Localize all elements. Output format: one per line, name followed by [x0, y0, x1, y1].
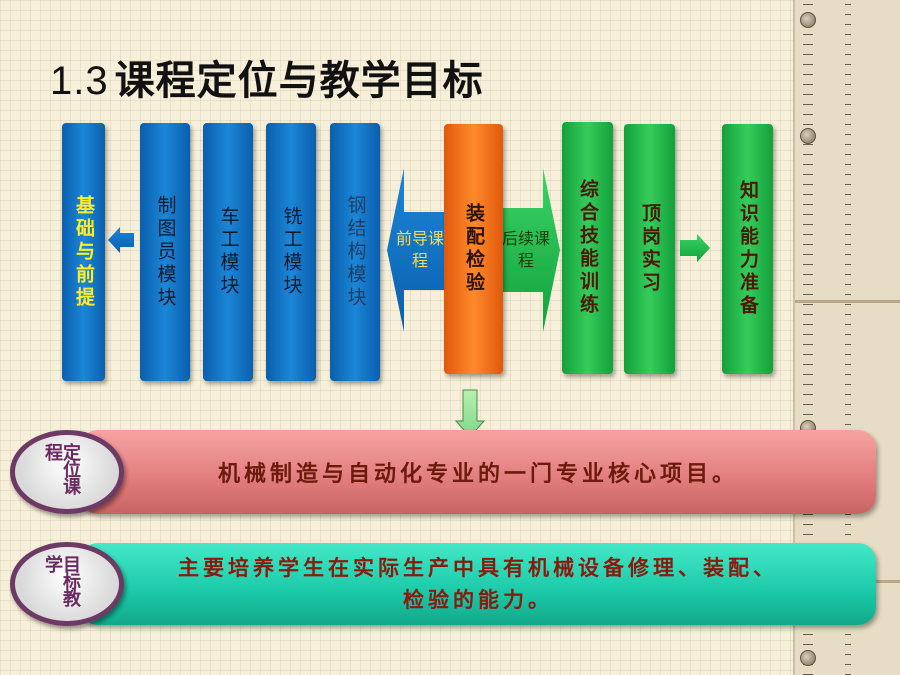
goal-badge-text: 目标教学	[42, 555, 81, 606]
screw-icon	[800, 128, 816, 144]
goal-banner: 主要培养学生在实际生产中具有机械设备修理、装配、 检验的能力。	[80, 543, 876, 625]
foundation-box: 基础与前提	[62, 123, 105, 381]
knowledge-preparation-box: 知识能力准备	[722, 124, 773, 374]
module-steel-structure: 钢结构模块	[330, 123, 380, 381]
screw-icon	[800, 650, 816, 666]
prior-courses-label: 前导课程	[395, 229, 444, 270]
module-label: 钢结构模块	[344, 194, 367, 310]
module-drafter: 制图员模块	[140, 123, 190, 381]
follow-courses-label: 后续课程	[501, 229, 550, 270]
title-number: 1.3	[50, 59, 109, 103]
goal-text-line1: 主要培养学生在实际生产中具有机械设备修理、装配、	[178, 556, 778, 580]
arrow-follow-courses	[503, 168, 560, 332]
center-label: 装配检验	[462, 203, 485, 295]
module-label: 铣工模块	[280, 206, 303, 298]
arrow-prior-courses	[387, 168, 444, 332]
internship-box: 顶岗实习	[624, 124, 675, 374]
positioning-text: 机械制造与自动化专业的一门专业核心项目。	[217, 462, 738, 487]
assembly-inspection-box: 装配检验	[444, 124, 503, 374]
module-turner: 车工模块	[203, 123, 253, 381]
outcome-label: 知识能力准备	[736, 180, 759, 318]
module-label: 车工模块	[217, 206, 240, 298]
positioning-badge-text: 定位课程	[42, 443, 81, 494]
goal-text-line2: 检验的能力。	[403, 588, 553, 612]
arrow-to-foundation	[108, 227, 134, 253]
arrow-to-outcome	[680, 234, 710, 262]
goal-badge: 目标教学	[10, 542, 124, 626]
module-miller: 铣工模块	[266, 123, 316, 381]
positioning-badge: 定位课程	[10, 430, 124, 514]
skills-training-box: 综合技能训练	[562, 122, 613, 374]
follow-label: 顶岗实习	[638, 203, 661, 295]
follow-label: 综合技能训练	[576, 179, 599, 317]
arrow-down	[454, 389, 486, 438]
module-label: 制图员模块	[154, 194, 177, 310]
screw-icon	[800, 12, 816, 28]
foundation-label: 基础与前提	[72, 194, 95, 310]
positioning-banner: 机械制造与自动化专业的一门专业核心项目。	[80, 430, 876, 514]
title-text: 课程定位与教学目标	[114, 58, 484, 104]
